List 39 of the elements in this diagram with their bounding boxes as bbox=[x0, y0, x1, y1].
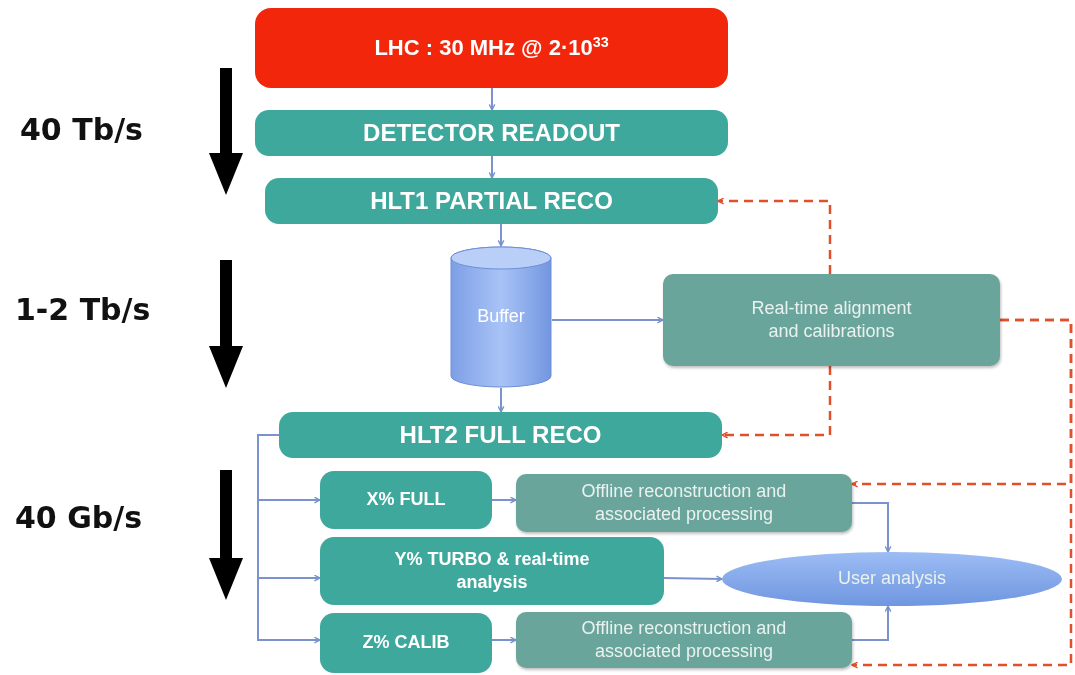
arrow bbox=[497, 223, 505, 247]
arrow bbox=[491, 636, 517, 644]
arrow bbox=[491, 496, 517, 504]
node-label: Z% CALIB bbox=[362, 631, 450, 655]
node-label: HLT1 PARTIAL RECO bbox=[370, 186, 613, 217]
data-rate-label: 40 Tb/s bbox=[20, 112, 143, 147]
node-label: X% FULL bbox=[366, 488, 446, 512]
node-label: LHC : 30 MHz @ 2·10$^{33}$ bbox=[374, 33, 609, 63]
data-rate-label: 40 Gb/s bbox=[15, 500, 143, 535]
process-box bbox=[279, 412, 722, 458]
data-rate-label: 1-2 Tb/s bbox=[15, 292, 151, 327]
arrow bbox=[551, 316, 664, 324]
node-label: Real-time alignment and calibrations bbox=[750, 296, 913, 343]
arrow bbox=[257, 434, 321, 644]
arrow bbox=[851, 502, 892, 553]
source-box bbox=[255, 8, 728, 88]
process-box bbox=[320, 613, 492, 673]
node-label: Offline reconstruction and associated processing bbox=[580, 479, 788, 526]
dashed-arrow bbox=[721, 366, 832, 439]
node-label: HLT2 FULL RECO bbox=[399, 420, 602, 451]
node-label: Offline reconstruction and associated processing bbox=[580, 616, 788, 663]
process-box bbox=[255, 110, 728, 156]
arrow bbox=[851, 605, 892, 641]
process-box bbox=[663, 274, 1000, 366]
node-label: Y% TURBO & real-time analysis bbox=[393, 547, 591, 594]
node-label: User analysis bbox=[837, 567, 946, 591]
process-box bbox=[516, 612, 852, 668]
arrow bbox=[663, 575, 723, 583]
dashed-arrow bbox=[717, 197, 832, 274]
process-box bbox=[516, 474, 852, 532]
process-box bbox=[320, 537, 664, 605]
arrow bbox=[488, 87, 496, 111]
node-label: DETECTOR READOUT bbox=[363, 118, 620, 149]
arrow bbox=[497, 387, 505, 413]
node-label: Buffer bbox=[477, 305, 525, 329]
process-box bbox=[320, 471, 492, 529]
arrow bbox=[488, 155, 496, 179]
dashed-arrow bbox=[851, 318, 1073, 669]
process-box bbox=[265, 178, 718, 224]
